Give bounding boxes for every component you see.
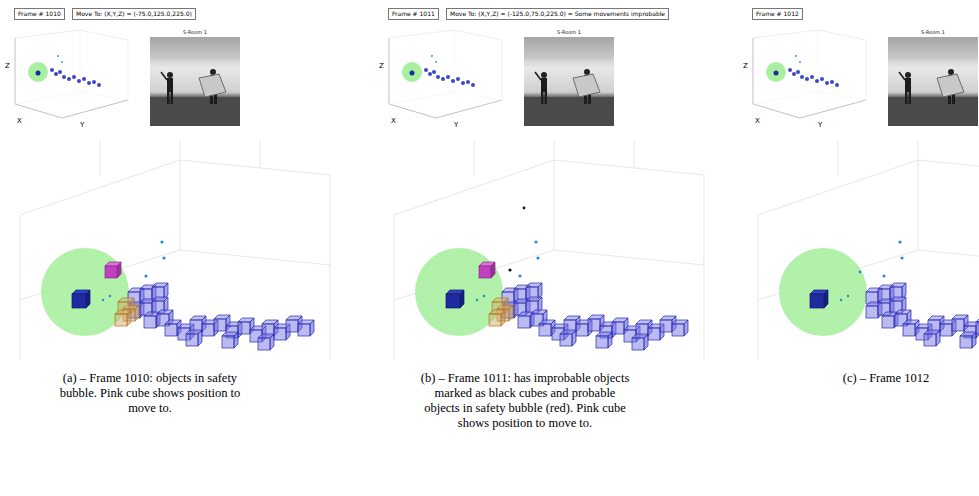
axis-label: Z: [743, 62, 748, 70]
photo-title: S-Room 1: [921, 29, 945, 35]
photo-title: S-Room 1: [557, 29, 581, 35]
frame-header: Frame # 1010: [14, 8, 65, 20]
axis-label: X: [17, 117, 22, 125]
frame-header: Move To: (X,Y,Z) = (-75.0,125.0,225.0): [72, 8, 196, 20]
axis-label: Y: [454, 121, 458, 129]
panel-a-art: [15, 30, 330, 360]
axis-label: Y: [818, 121, 822, 129]
axis-label: X: [755, 117, 760, 125]
axis-label: Z: [379, 62, 384, 70]
photo-title: S-Room 1: [183, 29, 207, 35]
frame-header: Move To: (X,Y,Z) = (-125.0,75.0,225.0) =…: [446, 8, 669, 20]
axis-label: Z: [5, 62, 10, 70]
figure-caption: (c) – Frame 1012: [811, 371, 961, 386]
axis-label: Y: [80, 121, 84, 129]
frame-header: Frame # 1011: [388, 8, 439, 20]
figure-caption: (a) – Frame 1010: objects in safety bubb…: [52, 371, 248, 416]
axis-label: X: [391, 117, 396, 125]
panel-b-art: [389, 30, 704, 360]
frame-header: Frame # 1012: [752, 8, 803, 20]
panel-c-art: [753, 30, 979, 360]
figure-caption: (b) – Frame 1011: has improbable objects…: [418, 371, 632, 431]
